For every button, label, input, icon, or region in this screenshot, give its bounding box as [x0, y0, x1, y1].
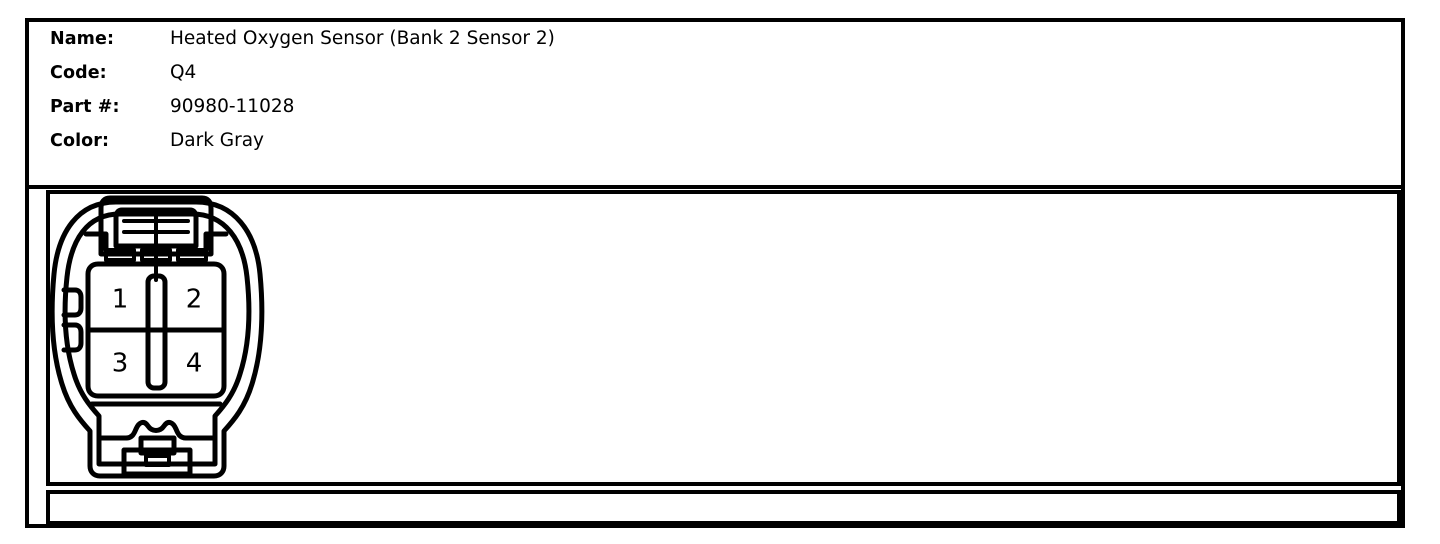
pin-number-3: 3: [112, 349, 129, 379]
connector-body-outline: [49, 195, 265, 479]
connector-face-svg: 1 2 3 4: [49, 195, 265, 479]
latch-rib-group: [122, 210, 190, 246]
bottom-tab-upper: [138, 435, 177, 456]
top-latch-inner: [113, 207, 199, 249]
spec-label-color: Color:: [50, 131, 110, 151]
pin-number-2: 2: [186, 285, 203, 315]
pin-cavity-block: [85, 261, 227, 399]
pin-number-4: 4: [186, 349, 203, 379]
keyway-rib: [145, 273, 168, 391]
spec-value-part-number: 90980-11028: [170, 96, 295, 117]
left-notch-lower-icon: [61, 322, 84, 353]
pin-number-1: 1: [112, 285, 129, 315]
spec-label-code: Code:: [50, 63, 107, 83]
bottom-contour-bumps: [96, 419, 218, 441]
latch-shoulder-left: [83, 231, 109, 253]
bottom-strip-box: [46, 490, 1401, 525]
spec-value-name: Heated Oxygen Sensor (Bank 2 Sensor 2): [170, 28, 555, 49]
spec-row-code: Code: Q4: [50, 62, 1250, 96]
spec-label-name: Name:: [50, 29, 115, 49]
latch-base-group: [104, 248, 208, 262]
housing-outer-path: [49, 199, 265, 479]
bottom-tab-slot: [144, 454, 171, 467]
connector-diagram-panel: [46, 190, 1401, 486]
latch-base-block-left: [104, 248, 136, 262]
latch-base-block-right: [176, 248, 208, 262]
latch-shoulder-right: [203, 231, 229, 253]
bottom-tab-outer: [121, 447, 193, 477]
spec-row-color: Color: Dark Gray: [50, 130, 1250, 164]
spec-row-part-number: Part #: 90980-11028: [50, 96, 1250, 130]
spec-info-block: Name: Heated Oxygen Sensor (Bank 2 Senso…: [50, 28, 1250, 164]
connector-illustration: 1 2 3 4: [48, 188, 278, 488]
spec-value-color: Dark Gray: [170, 130, 265, 151]
section-divider: [25, 185, 1405, 189]
spec-value-code: Q4: [170, 62, 197, 83]
housing-inner-path: [62, 211, 252, 467]
left-notch-upper-icon: [61, 287, 84, 318]
top-latch-outer: [98, 195, 214, 257]
spec-label-part-number: Part #:: [50, 97, 120, 117]
spec-row-name: Name: Heated Oxygen Sensor (Bank 2 Senso…: [50, 28, 1250, 62]
